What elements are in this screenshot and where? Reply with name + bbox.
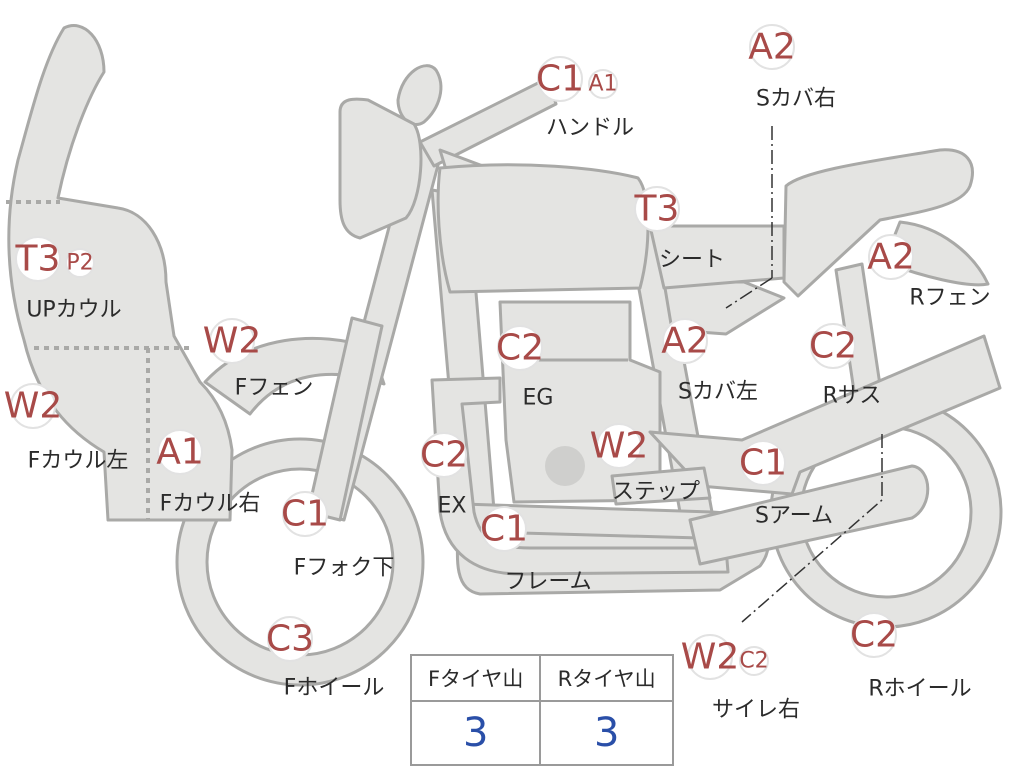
grade-badge-scover-left: A2 <box>661 318 709 364</box>
tire-tread-table: Fタイヤ山 Rタイヤ山 3 3 <box>409 654 674 766</box>
grade-badge-rsuspension: C2 <box>809 323 857 369</box>
leader-line-rsuspension <box>741 434 883 623</box>
grade-text: C2 <box>809 326 857 367</box>
grade-badge-rfender: A2 <box>867 234 915 280</box>
grade-text: C3 <box>266 619 314 660</box>
grade-badge-ffork-lower: C1 <box>281 491 329 537</box>
part-label-frame: フレーム <box>504 570 591 595</box>
leader-line-scover-right <box>725 126 773 309</box>
grade-badge-frame: C1 <box>480 506 528 552</box>
grade-text: A2 <box>867 237 915 278</box>
part-label-rfender: Rフェン <box>909 286 990 311</box>
part-label-fcowl-right: Fカウル右 <box>160 492 261 517</box>
grade-badge-silencer-right: W2 C2 <box>681 634 769 680</box>
part-label-fcowl-left: Fカウル左 <box>28 449 129 474</box>
motorcycle-silhouette <box>6 24 1003 687</box>
grade-text: A2 <box>748 27 796 68</box>
grade-badge-scover-right: A2 <box>748 24 796 70</box>
part-label-scover-right: Sカバ右 <box>756 87 836 112</box>
grade-badge-fwheel: C3 <box>266 616 314 662</box>
grade-badge-rwheel: C2 <box>850 612 898 658</box>
grade-text: W2 <box>590 426 649 467</box>
grade-text: C2 <box>850 615 898 656</box>
grade-text: A1 <box>156 432 204 473</box>
grade-text: C1 <box>480 509 528 550</box>
grade-badge-handle: C1 A1 <box>536 56 618 102</box>
grade-text: C1 <box>281 494 329 535</box>
grade-text: C1 <box>536 59 584 100</box>
part-label-seat: シート <box>659 248 725 273</box>
grade-text: A2 <box>661 321 709 362</box>
grade-badge-engine: C2 <box>496 325 544 371</box>
front-tire-value: 3 <box>409 700 542 766</box>
grade-text: C2 <box>496 328 544 369</box>
part-label-ffork-lower: Fフォク下 <box>294 556 395 581</box>
grade-badge-fcowl-left: W2 <box>4 383 63 429</box>
grade-badge-exhaust: C2 <box>420 432 468 478</box>
part-label-exhaust: EX <box>438 494 467 519</box>
grade-badge-upcowl: T3 P2 <box>15 236 95 282</box>
grade-badge-swingarm: C1 <box>739 440 787 486</box>
front-tire-header: Fタイヤ山 <box>409 654 542 702</box>
grade-text: C2 <box>739 649 768 674</box>
grade-badge-seat: T3 <box>634 186 680 232</box>
grade-badge-fcowl-right: A1 <box>156 429 204 475</box>
grade-text: W2 <box>681 637 740 678</box>
grade-text: T3 <box>15 239 61 280</box>
grade-text: W2 <box>203 321 262 362</box>
part-label-swingarm: Sアーム <box>755 504 833 529</box>
part-label-rsuspension: Rサス <box>823 384 882 409</box>
grade-text: W2 <box>4 386 63 427</box>
part-label-handle: ハンドル <box>546 116 634 141</box>
grade-text: P2 <box>66 251 93 276</box>
grade-badge-step: W2 <box>590 423 649 469</box>
part-label-silencer-right: サイレ右 <box>712 698 800 723</box>
rear-tire-header: Rタイヤ山 <box>539 654 674 702</box>
part-label-upcowl: UPカウル <box>26 298 121 323</box>
part-label-rwheel: Rホイール <box>868 677 971 702</box>
grade-text: C1 <box>739 443 787 484</box>
grade-badge-ffender: W2 <box>203 318 262 364</box>
grade-text: T3 <box>634 189 680 230</box>
grade-text: C2 <box>420 435 468 476</box>
part-label-fwheel: Fホイール <box>284 676 385 701</box>
part-label-scover-left: Sカバ左 <box>678 380 758 405</box>
part-label-ffender: Fフェン <box>235 376 314 401</box>
part-label-step: ステップ <box>612 480 700 505</box>
part-label-engine: EG <box>523 386 554 411</box>
rear-tire-value: 3 <box>539 700 674 766</box>
grade-text: A1 <box>588 72 617 97</box>
